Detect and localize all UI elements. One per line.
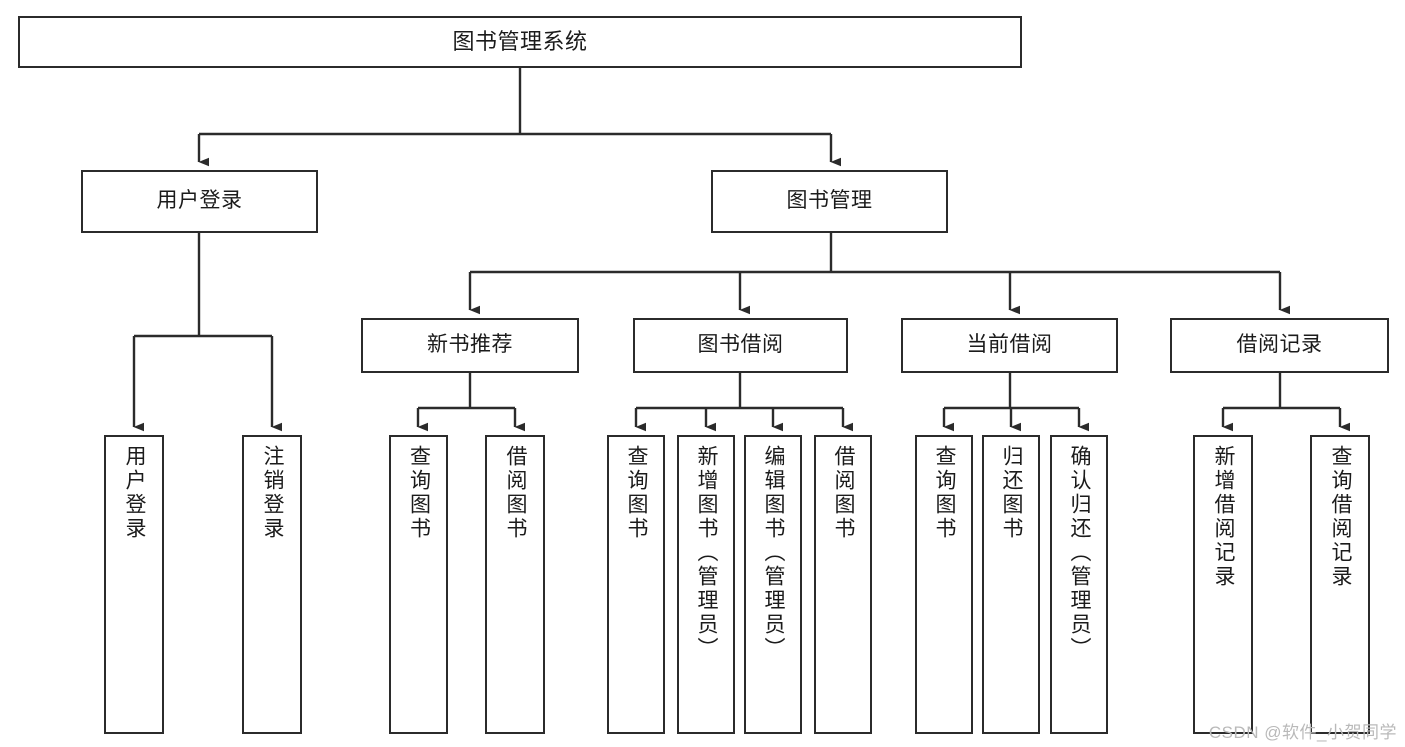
node-current-borrow-label: 当前借阅 xyxy=(966,333,1053,357)
node-root-label: 图书管理系统 xyxy=(452,29,588,55)
node-user-login-label: 用户登录 xyxy=(156,189,243,213)
node-book-borrow-label: 图书借阅 xyxy=(697,333,784,357)
leaf-add-record[interactable]: 新增借阅记录 xyxy=(1193,435,1253,734)
leaf-borrow-book-1[interactable]: 借阅图书 xyxy=(485,435,545,734)
leaf-return-book-label: 归还图书 xyxy=(1000,445,1024,541)
leaf-add-book[interactable]: 新增图书（管理员） xyxy=(677,435,735,734)
leaf-add-record-label: 新增借阅记录 xyxy=(1212,445,1236,589)
leaf-edit-book[interactable]: 编辑图书（管理员） xyxy=(744,435,802,734)
leaf-query-book-2[interactable]: 查询图书 xyxy=(607,435,665,734)
leaf-confirm-return[interactable]: 确认归还（管理员） xyxy=(1050,435,1108,734)
leaf-query-book-3-label: 查询图书 xyxy=(933,445,957,541)
node-borrow-record[interactable]: 借阅记录 xyxy=(1170,318,1389,373)
leaf-borrow-book-2-label: 借阅图书 xyxy=(832,445,856,541)
node-current-borrow[interactable]: 当前借阅 xyxy=(901,318,1118,373)
leaf-borrow-book-1-label: 借阅图书 xyxy=(504,445,528,541)
leaf-user-logout-label: 注销登录 xyxy=(261,445,285,541)
leaf-user-login[interactable]: 用户登录 xyxy=(104,435,164,734)
node-root[interactable]: 图书管理系统 xyxy=(18,16,1022,68)
leaf-query-record[interactable]: 查询借阅记录 xyxy=(1310,435,1370,734)
leaf-query-book-2-label: 查询图书 xyxy=(625,445,649,541)
leaf-query-record-label: 查询借阅记录 xyxy=(1329,445,1353,589)
node-book-manage[interactable]: 图书管理 xyxy=(711,170,948,233)
leaf-edit-book-label: 编辑图书（管理员） xyxy=(762,445,786,661)
leaf-query-book-1-label: 查询图书 xyxy=(407,445,431,541)
node-book-borrow[interactable]: 图书借阅 xyxy=(633,318,848,373)
leaf-borrow-book-2[interactable]: 借阅图书 xyxy=(814,435,872,734)
leaf-user-login-label: 用户登录 xyxy=(123,445,147,541)
node-new-book-recommend-label: 新书推荐 xyxy=(427,333,513,357)
node-book-manage-label: 图书管理 xyxy=(786,189,873,213)
leaf-query-book-1[interactable]: 查询图书 xyxy=(389,435,448,734)
leaf-query-book-3[interactable]: 查询图书 xyxy=(915,435,973,734)
leaf-user-logout[interactable]: 注销登录 xyxy=(242,435,302,734)
leaf-return-book[interactable]: 归还图书 xyxy=(982,435,1040,734)
node-borrow-record-label: 借阅记录 xyxy=(1236,333,1323,357)
leaf-add-book-label: 新增图书（管理员） xyxy=(695,445,719,661)
node-new-book-recommend[interactable]: 新书推荐 xyxy=(361,318,579,373)
csdn-watermark: CSDN @软件_小贺同学 xyxy=(1208,723,1397,742)
node-user-login[interactable]: 用户登录 xyxy=(81,170,318,233)
leaf-confirm-return-label: 确认归还（管理员） xyxy=(1068,445,1092,661)
